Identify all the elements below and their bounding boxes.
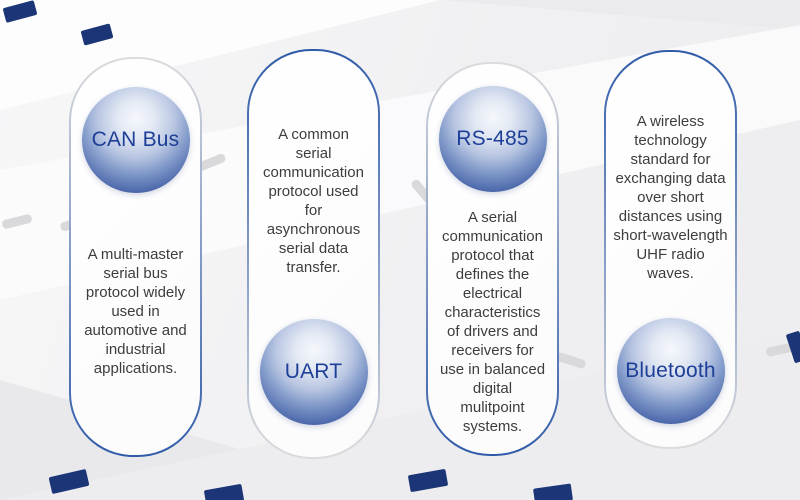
navy-dash-icon — [2, 0, 38, 23]
card-uart-body: A common serial communication protocol u… — [249, 51, 378, 457]
bluetooth-label: Bluetooth — [625, 359, 716, 382]
road-dash-icon — [555, 351, 587, 370]
navy-dash-icon — [203, 483, 245, 500]
uart-badge: UART — [259, 319, 368, 425]
card-rs-485: RS-485 A serial communication protocol t… — [426, 62, 559, 456]
navy-dash-icon — [80, 23, 114, 46]
card-can-bus-body: CAN Bus A multi-master serial bus protoc… — [71, 59, 200, 455]
rs-485-badge: RS-485 — [438, 86, 547, 192]
uart-label: UART — [284, 360, 343, 383]
card-rs-485-body: RS-485 A serial communication protocol t… — [428, 64, 557, 454]
navy-dash-icon — [407, 468, 449, 493]
road-dash-icon — [1, 213, 33, 230]
can-bus-description: A multi-master serial bus protocol widel… — [84, 246, 187, 377]
card-can-bus: CAN Bus A multi-master serial bus protoc… — [69, 57, 202, 457]
bluetooth-description: A wireless technology standard for excha… — [613, 113, 728, 282]
can-bus-badge: CAN Bus — [81, 87, 190, 193]
card-uart: A common serial communication protocol u… — [247, 49, 380, 459]
uart-description: A common serial communication protocol u… — [263, 126, 364, 276]
card-bluetooth-body: A wireless technology standard for excha… — [606, 52, 735, 447]
navy-dash-icon — [48, 468, 90, 495]
rs-485-label: RS-485 — [456, 127, 529, 150]
rs-485-description: A serial communication protocol that def… — [439, 209, 546, 435]
navy-dash-icon — [533, 483, 573, 500]
card-bluetooth: A wireless technology standard for excha… — [604, 50, 737, 449]
bluetooth-badge: Bluetooth — [616, 318, 725, 424]
can-bus-label: CAN Bus — [91, 128, 180, 151]
